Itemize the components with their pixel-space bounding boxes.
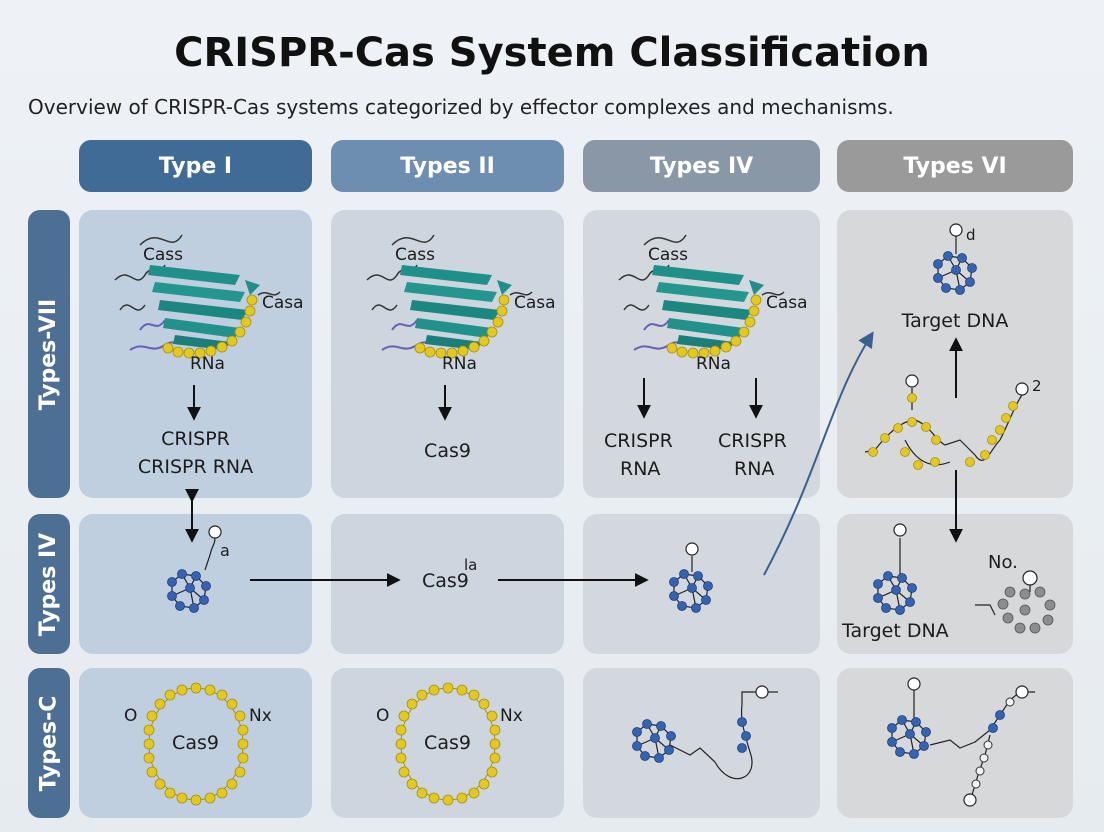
cell-r3-c4 <box>837 668 1073 818</box>
diagram-subtitle: Overview of CRISPR-Cas systems categoriz… <box>28 95 894 119</box>
node-label: d <box>966 226 976 244</box>
text-crispr-right: CRISPR <box>718 430 787 452</box>
text-rna-right: RNA <box>734 458 775 480</box>
gray-molecule <box>975 570 1056 634</box>
protein-label: Cass <box>143 245 184 265</box>
column-header-types-vi: Types VI <box>837 140 1073 192</box>
ring-left-label: O <box>376 706 390 726</box>
side-label: Casa <box>262 293 304 313</box>
yellow-ring <box>143 682 249 806</box>
text-cas9: Cas9 <box>422 570 469 592</box>
node-label: No. <box>988 552 1018 573</box>
ring-left-label: O <box>124 706 138 726</box>
cas-protein-structure <box>366 234 533 359</box>
column-header-types-iv: Types IV <box>583 140 820 192</box>
ring-right-label: Nx <box>249 706 272 726</box>
text-cas9: Cas9 <box>424 440 471 462</box>
blue-molecule <box>166 568 212 614</box>
text-line-crispr-rna: CRISPR RNA <box>137 456 254 478</box>
blue-molecule <box>631 718 677 764</box>
node-label: a <box>220 541 230 560</box>
protein-label: Cass <box>395 245 436 265</box>
side-label: Casa <box>766 293 808 313</box>
row-header-types-iv: Types IV <box>28 514 70 654</box>
cas-protein-structure <box>114 234 281 359</box>
curved-blue-arrow <box>763 331 874 576</box>
ring-center-label: Cas9 <box>424 732 471 754</box>
blue-molecule <box>668 568 714 614</box>
cell-r2-c3 <box>583 514 820 654</box>
cas-protein-structure <box>618 234 785 359</box>
row-header-types-vii: Types-VII <box>28 210 70 498</box>
rna-label: RNa <box>442 354 477 374</box>
rna-label: RNa <box>190 354 225 374</box>
side-label: Casa <box>514 293 556 313</box>
blue-molecule <box>932 250 978 296</box>
cell-r2-c2 <box>331 514 564 654</box>
column-header-type-i: Type I <box>79 140 312 192</box>
yellow-chain-network <box>864 374 1029 470</box>
column-header-types-ii: Types II <box>331 140 564 192</box>
text-rna-left: RNA <box>620 458 661 480</box>
target-dna-label: Target DNA <box>901 310 1009 332</box>
bead-chain <box>929 685 1035 807</box>
node-label: 2 <box>1032 377 1042 395</box>
ring-center-label: Cas9 <box>172 732 219 754</box>
text-crispr-left: CRISPR <box>604 430 673 452</box>
superscript-label: la <box>464 556 478 574</box>
diagram-title: CRISPR-Cas System Classification <box>174 30 930 76</box>
target-dna-label: Target DNA <box>842 620 949 642</box>
blue-chain <box>669 685 778 780</box>
ring-right-label: Nx <box>500 706 523 726</box>
yellow-ring <box>395 682 501 806</box>
text-line-crispr: CRISPR <box>161 428 230 450</box>
cell-r3-c3 <box>583 668 820 818</box>
row-header-types-c: Types-C <box>28 668 70 818</box>
rna-label: RNa <box>696 354 731 374</box>
protein-label: Cass <box>648 245 689 265</box>
blue-molecule <box>872 570 918 616</box>
blue-molecule <box>886 714 932 760</box>
